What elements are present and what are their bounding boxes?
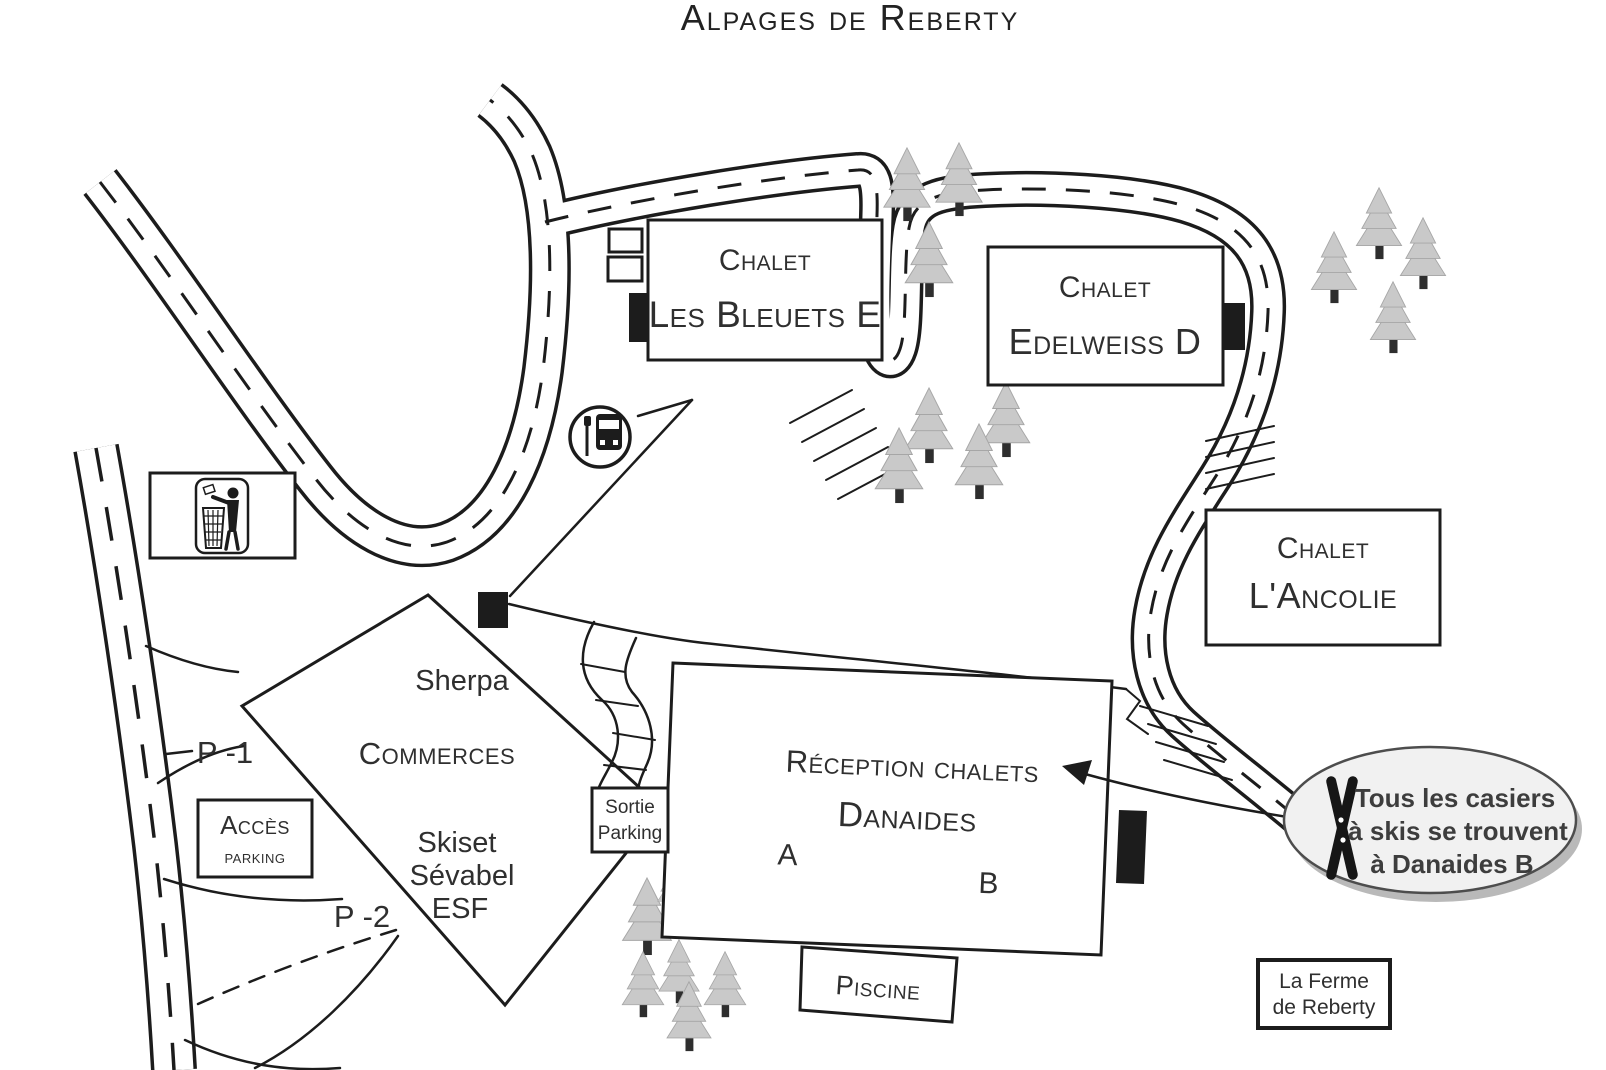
litter-sign [148,471,297,560]
annex-building [606,255,644,283]
stairs-step [612,732,656,741]
commerces-building: Sherpa Commerces Skiset Sévabel ESF [239,592,665,1008]
chalet-ancolie-label-line1: Chalet [1277,532,1369,565]
stairs-rail [624,636,654,792]
litter-disposal-icon [201,483,240,551]
walkway-line [508,398,694,598]
bus-stop [568,405,632,469]
slope-hatch [813,427,877,462]
arrow-head [1062,760,1092,785]
steps-connector [1125,688,1149,735]
locker-arrow [1062,760,1296,820]
sortie-parking-line2: Parking [598,823,662,844]
chalet-ancolie: Chalet L'Ancolie [1204,508,1442,647]
chalet-edelweiss: Chalet Edelweiss D [986,245,1245,387]
slope-hatch [825,446,889,481]
road-left-centerline [94,447,176,1070]
road-upper-centerline [544,168,1303,824]
chalet-les-bleuets-label-line1: Chalet [719,244,811,277]
chalet-ancolie-label-line2: L'Ancolie [1249,575,1398,616]
slope-hatch [1205,457,1275,474]
reception-danaides: Réception chalets Danaides A B [660,661,1147,957]
chalet-edelweiss-label-line2: Edelweiss D [1009,321,1202,362]
reception-unit-a: A [777,838,798,872]
steps-hatch [1147,723,1217,745]
chalet-edelweiss-building [986,245,1225,387]
chalet-les-bleuets: Chalet Les Bleuets E [606,218,884,362]
stairs-step [595,699,639,707]
piscine: Piscine [798,945,959,1024]
la-ferme-de-reberty: La Ferme de Reberty [1256,958,1392,1030]
acces-parking-line1: Accès [220,810,290,840]
slope-hatch [1205,473,1275,490]
reception-label-line2: Danaides [837,795,978,840]
entrance-marker [1223,303,1245,350]
steps-hatch [1155,741,1225,763]
ferme-building [1256,958,1392,1030]
acces-parking-line2: parking [224,847,285,868]
roads [73,83,1314,1070]
slope-hatch [801,408,865,443]
parking-p1-label: P -1 [197,735,253,770]
arrow-shaft [1083,772,1296,820]
ferme-label-line1: La Ferme [1279,970,1369,993]
annex-building [607,227,644,254]
parking-arc [162,877,344,902]
stairs-step [603,764,647,771]
parking-area: P -1 P -2 Accès parking Sortie Parking [196,735,670,934]
piscine-building [798,945,959,1024]
paths-and-marks [144,389,1275,1070]
sortie-parking-line1: Sortie [605,797,655,818]
parking-lane-line [253,934,400,1070]
ski-note-bubble: Tous les casiers à skis se trouvent à Da… [1282,745,1582,902]
commerces-outline [239,593,665,1008]
commerces-tenant-sevabel: Sévabel [410,860,515,892]
steps-hatch [1139,705,1209,727]
chalet-les-bleuets-building [646,218,884,362]
parking-dash [164,749,194,756]
slope-hatch [1205,425,1275,442]
ski-note-line2: à skis se trouvent [1348,816,1568,846]
reception-unit-b: B [978,867,999,901]
stairs [580,620,656,792]
steps-hatch [1163,759,1233,781]
stairs-step [580,663,626,673]
entrance-marker [1116,810,1147,884]
parking-arc [156,744,246,785]
crossed-skis-icon [1326,776,1358,880]
road-loop-centerline [98,98,552,548]
commerces-tenant-sherpa: Sherpa [415,665,509,697]
parking-p2-label: P -2 [334,899,390,934]
commerces-name: Commerces [359,736,515,771]
walkway-line [636,398,694,418]
piscine-label: Piscine [835,970,922,1006]
chalet-les-bleuets-label-line2: Les Bleuets E [649,294,882,335]
commerces-tenant-esf: ESF [432,893,488,925]
slope-hatch [1205,441,1275,458]
map-title: Alpages de Reberty [681,0,1020,38]
acces-parking-sign [196,798,314,879]
ski-note-line3: à Danaides B [1370,849,1533,879]
chalet-edelweiss-label-line1: Chalet [1059,271,1151,304]
parking-lane-line [183,1038,342,1070]
stairs-rail [581,620,620,792]
sortie-parking-sign [590,786,670,854]
entrance-marker [629,293,647,342]
ferme-label-line2: de Reberty [1273,996,1376,1019]
chalet-ancolie-building [1204,508,1442,647]
slope-hatch [789,389,853,424]
parking-arc [144,644,240,674]
commerces-tenant-skiset: Skiset [418,827,497,859]
bus-stop-icon [584,414,622,456]
ski-note-line1: Tous les casiers [1355,783,1555,813]
commerces-entrance-marker [478,592,508,628]
parking-dashed-lane [196,928,398,1006]
